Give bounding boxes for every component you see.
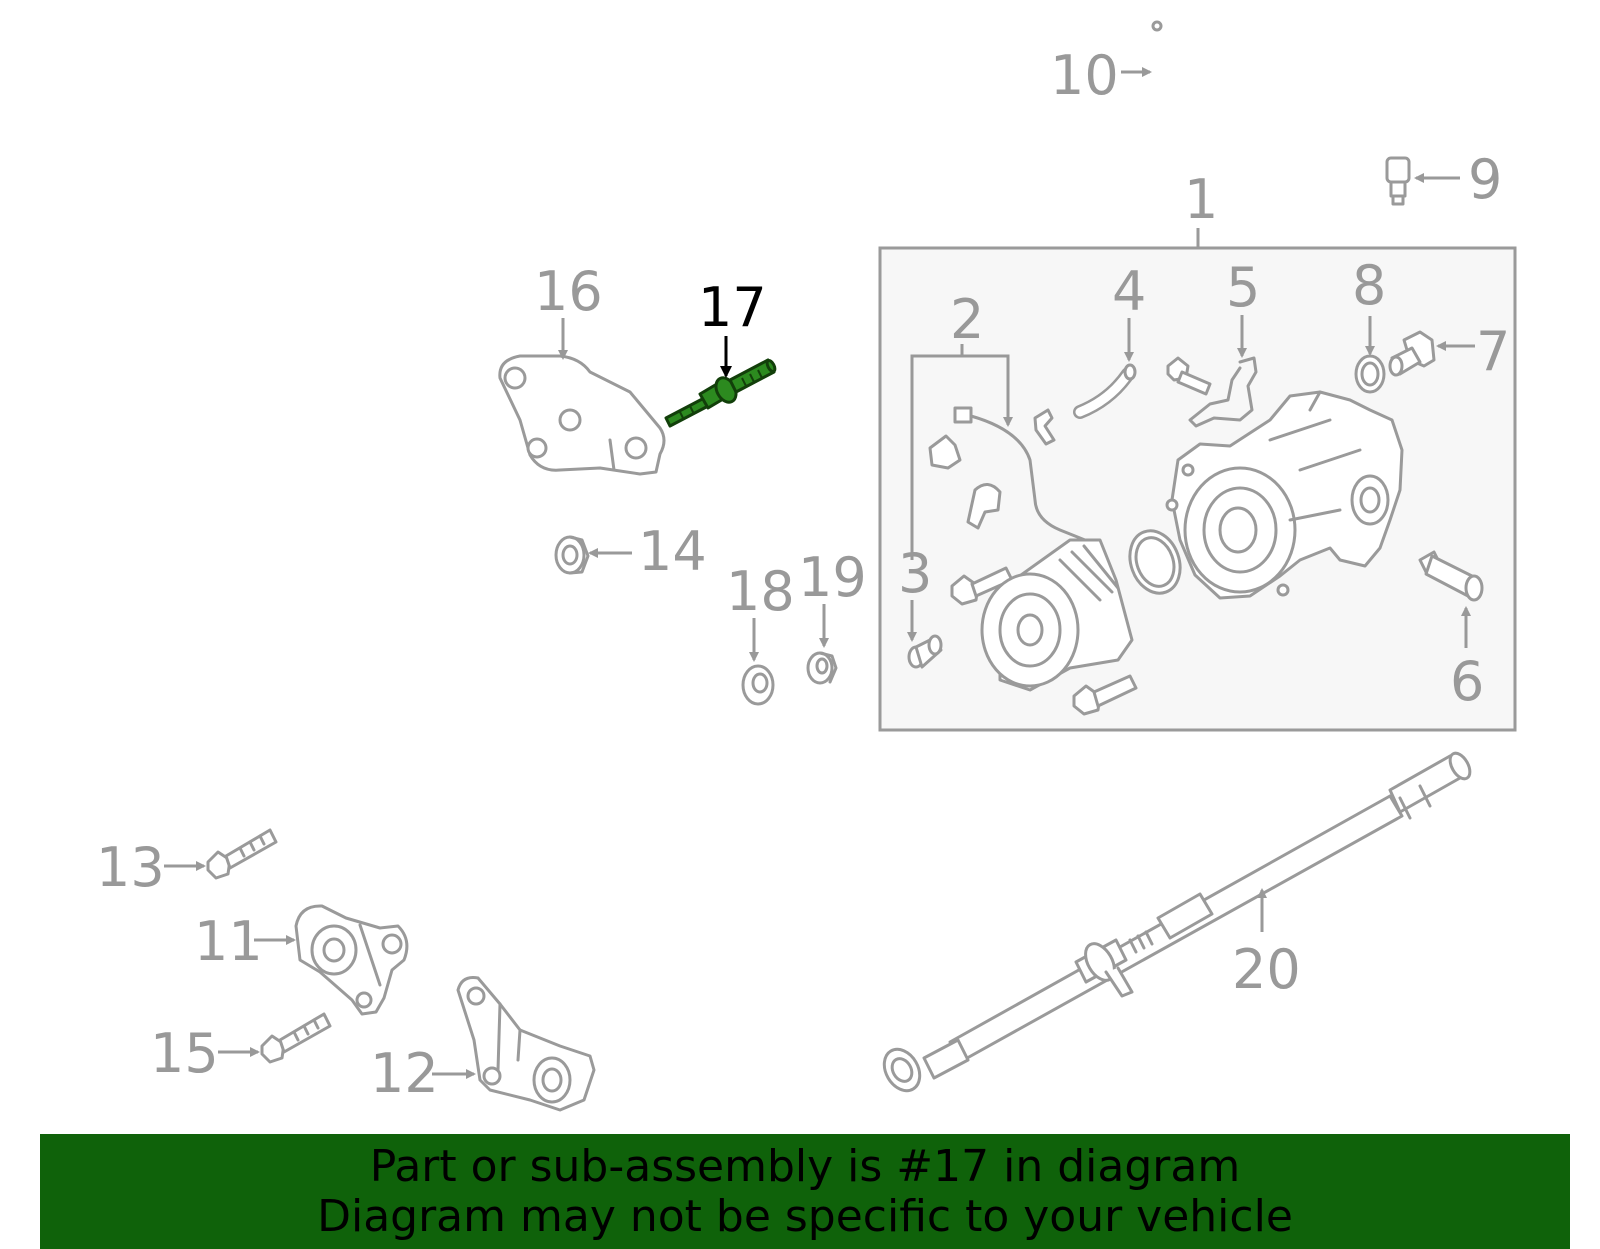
bolt-lower bbox=[1072, 674, 1138, 716]
callout-20: 20 bbox=[1232, 938, 1301, 1001]
callout-4: 4 bbox=[1112, 260, 1146, 323]
callout-9: 9 bbox=[1468, 148, 1502, 211]
callout-18: 18 bbox=[726, 560, 795, 623]
banner-line-1: Part or sub-assembly is #17 in diagram bbox=[369, 1140, 1241, 1192]
callout-11: 11 bbox=[194, 910, 263, 973]
callout-6: 6 bbox=[1450, 650, 1484, 713]
callout-1: 1 bbox=[1184, 168, 1218, 231]
part-11-mount bbox=[294, 904, 409, 1016]
bolt-mid bbox=[950, 566, 1014, 606]
part-17-stud bbox=[664, 358, 777, 428]
part-18-washer bbox=[741, 664, 775, 706]
part-6-sensor bbox=[1418, 550, 1484, 602]
callout-16: 16 bbox=[534, 260, 603, 323]
part-13-bolt bbox=[206, 828, 278, 880]
bolt-upper bbox=[1166, 356, 1212, 396]
part-7-plug bbox=[1388, 330, 1436, 377]
part-3-clip bbox=[907, 483, 1002, 669]
callout-7: 7 bbox=[1476, 320, 1510, 383]
part-12-mount bbox=[456, 976, 596, 1112]
callout-10: 10 bbox=[1050, 44, 1119, 107]
part-15-bolt bbox=[260, 1012, 332, 1064]
callout-3: 3 bbox=[898, 542, 932, 605]
callout-19: 19 bbox=[798, 546, 867, 609]
callout-14: 14 bbox=[638, 520, 707, 583]
part-8-oring bbox=[1354, 354, 1386, 394]
callout-17: 17 bbox=[698, 276, 767, 339]
info-banner: Part or sub-assembly is #17 in diagram D… bbox=[40, 1134, 1570, 1249]
part-2-harness bbox=[928, 406, 1087, 542]
banner-line-2: Diagram may not be specific to your vehi… bbox=[317, 1190, 1293, 1242]
callout-5: 5 bbox=[1226, 256, 1260, 319]
callout-labels: 1 2 3 4 5 6 7 8 9 10 11 12 13 14 15 16 1… bbox=[96, 44, 1510, 1105]
housing-drum bbox=[980, 538, 1134, 692]
callout-13: 13 bbox=[96, 836, 165, 899]
part-20-driveshaft bbox=[882, 751, 1472, 1093]
part-16-bracket bbox=[498, 354, 666, 476]
differential-housing bbox=[1165, 390, 1404, 600]
part-10-vent-tube bbox=[1151, 20, 1336, 236]
callout-2: 2 bbox=[950, 288, 984, 351]
part-5-bracket bbox=[1188, 356, 1258, 428]
callout-12: 12 bbox=[370, 1042, 439, 1105]
gasket-ring bbox=[1128, 529, 1182, 595]
leader-lines bbox=[164, 67, 1475, 1079]
callout-8: 8 bbox=[1352, 254, 1386, 317]
part-4-hose bbox=[1073, 363, 1137, 419]
part-14-nut bbox=[554, 535, 590, 575]
callout-15: 15 bbox=[150, 1022, 219, 1085]
part-9-sensor bbox=[1385, 156, 1411, 206]
part-19-nut bbox=[806, 651, 838, 685]
